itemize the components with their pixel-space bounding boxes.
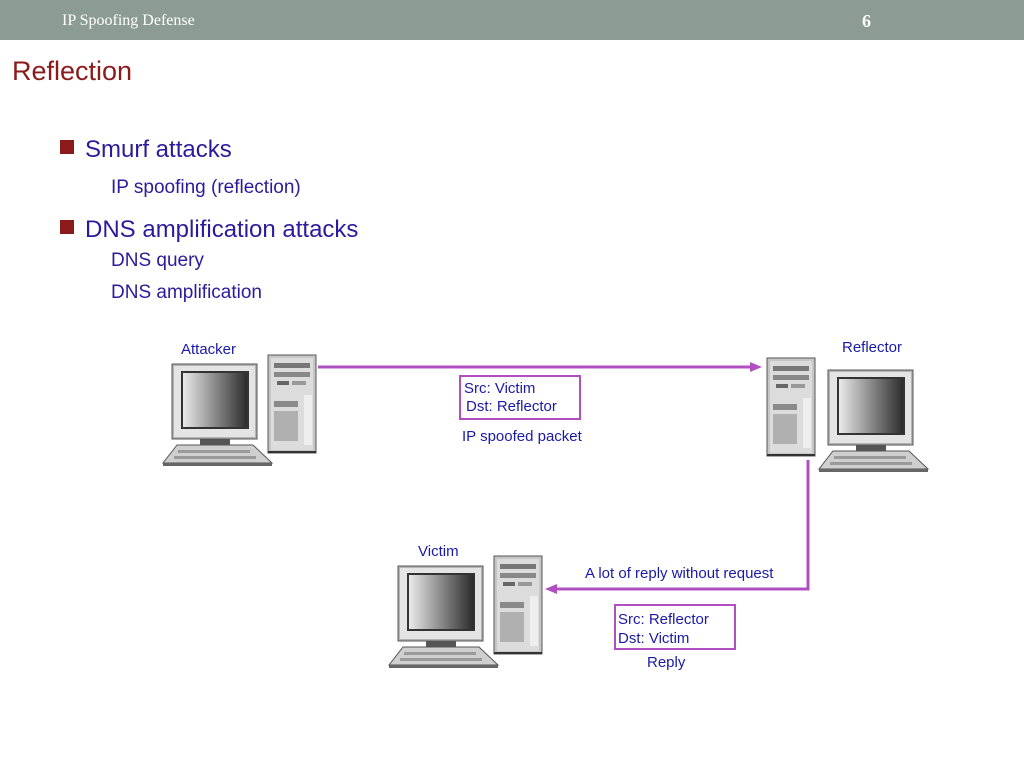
bullet-square-icon: [60, 140, 74, 154]
reply-packet-caption: Reply: [647, 654, 686, 671]
victim-computer-icon: [388, 555, 543, 669]
spoofed-packet-arrow: [318, 362, 762, 372]
bullet-text: DNS amplification attacks: [85, 216, 359, 243]
spoofed-packet-src: Src: Victim: [464, 380, 535, 397]
subitem-ip-spoofing: IP spoofing (reflection): [111, 177, 301, 198]
attacker-label: Attacker: [181, 341, 236, 358]
spoofed-packet-dst: Dst: Reflector: [466, 398, 557, 415]
spoofed-packet-box: [459, 375, 581, 420]
bullet-square-icon: [60, 220, 74, 234]
bullet-dns-amplification-attacks: DNS amplification attacks: [60, 216, 358, 244]
slide-header: IP Spoofing Defense 6: [0, 0, 1024, 40]
bullet-smurf-attacks: Smurf attacks: [60, 136, 232, 164]
victim-label: Victim: [418, 543, 459, 560]
reply-packet-dst: Dst: Victim: [618, 630, 689, 647]
reflector-computer-icon: [766, 357, 929, 473]
spoofed-packet-caption: IP spoofed packet: [462, 428, 583, 445]
subitem-dns-query: DNS query: [111, 250, 204, 271]
subitem-dns-amplification: DNS amplification: [111, 282, 262, 303]
reply-arrow: [545, 460, 810, 594]
page-number: 6: [862, 11, 871, 31]
reply-arrow-label: A lot of reply without request: [585, 565, 774, 582]
slide-title: Reflection: [12, 56, 133, 86]
bullet-text: Smurf attacks: [85, 136, 232, 163]
attacker-computer-icon: [162, 354, 317, 467]
reply-packet-box: [614, 604, 736, 650]
reply-packet-src: Src: Reflector: [618, 611, 709, 628]
header-title: IP Spoofing Defense: [62, 12, 195, 29]
reflector-label: Reflector: [842, 339, 902, 356]
